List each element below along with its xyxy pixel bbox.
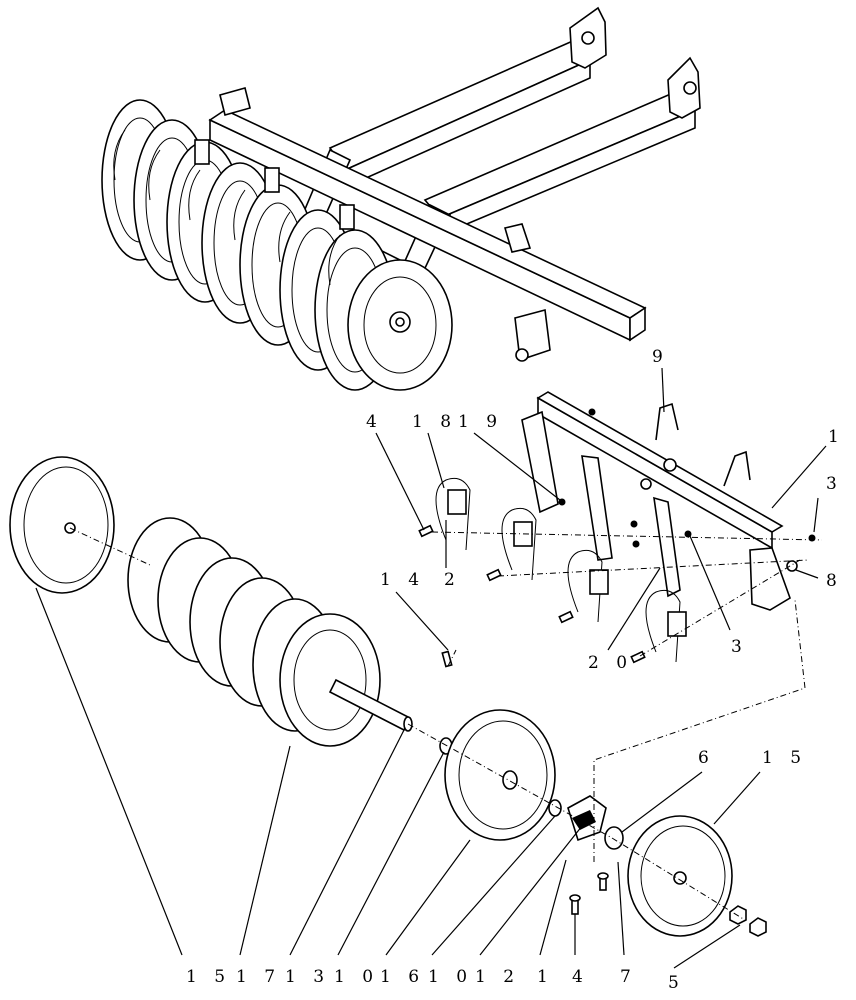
part-15-end-disc-right xyxy=(627,815,733,937)
callout-c5: 5 xyxy=(668,973,685,993)
callout-c3b: 3 xyxy=(731,637,748,657)
callout-c9: 9 xyxy=(652,347,669,367)
callout-c6: 6 xyxy=(698,748,715,768)
callout-c15a: 1 5 xyxy=(186,967,231,987)
part-5-nuts xyxy=(729,905,767,937)
callout-c1: 1 xyxy=(537,967,554,987)
callout-c10a: 1 0 xyxy=(334,967,379,987)
leader-lines xyxy=(35,367,827,969)
callout-c8: 8 xyxy=(826,571,843,591)
part-13-shaft xyxy=(328,678,413,732)
callout-c20: 2 0 xyxy=(588,653,633,673)
callout-c13: 1 3 xyxy=(285,967,330,987)
part-7-bolt xyxy=(597,872,609,891)
callout-c14: 1 4 xyxy=(380,570,425,590)
main-toolbar-beam xyxy=(208,87,647,362)
rolling-discs xyxy=(101,99,453,391)
part-6-bushing xyxy=(604,826,624,850)
callout-c11: 1 1 xyxy=(828,427,856,447)
callout-c12: 1 2 xyxy=(475,967,520,987)
part-17-disc-stack xyxy=(127,517,381,747)
callout-c4a: 4 xyxy=(366,412,383,432)
gang-tines xyxy=(113,129,355,286)
callout-labels: 1 2 3 3 4 4 5 6 7 8 9 1 0 1 0 1 1 1 2 1 3 1 4 1 5 1 5 1 6 1 … xyxy=(186,347,856,993)
callout-c4b: 4 xyxy=(572,967,589,987)
part-12-bearing-bracket xyxy=(567,795,607,842)
part-15-end-disc-left xyxy=(9,456,115,594)
part-4-bolt-lower xyxy=(569,894,581,915)
callout-c7: 7 xyxy=(620,967,637,987)
callout-c18: 1 8 xyxy=(412,412,457,432)
callout-c3a: 3 xyxy=(826,474,843,494)
part-11-frame xyxy=(521,391,791,611)
callout-c15b: 1 5 xyxy=(762,748,807,768)
callout-c19: 1 9 xyxy=(458,412,503,432)
callout-c17: 1 7 xyxy=(236,967,281,987)
hardware-bolts-nuts xyxy=(418,408,816,668)
part-9-u-bolts xyxy=(655,402,751,487)
assembled-implement xyxy=(101,6,701,391)
callout-c2: 2 xyxy=(444,570,461,590)
callout-c10b: 1 0 xyxy=(428,967,473,987)
part-18-spring-tines xyxy=(435,477,687,663)
callout-c16: 1 6 xyxy=(380,967,425,987)
